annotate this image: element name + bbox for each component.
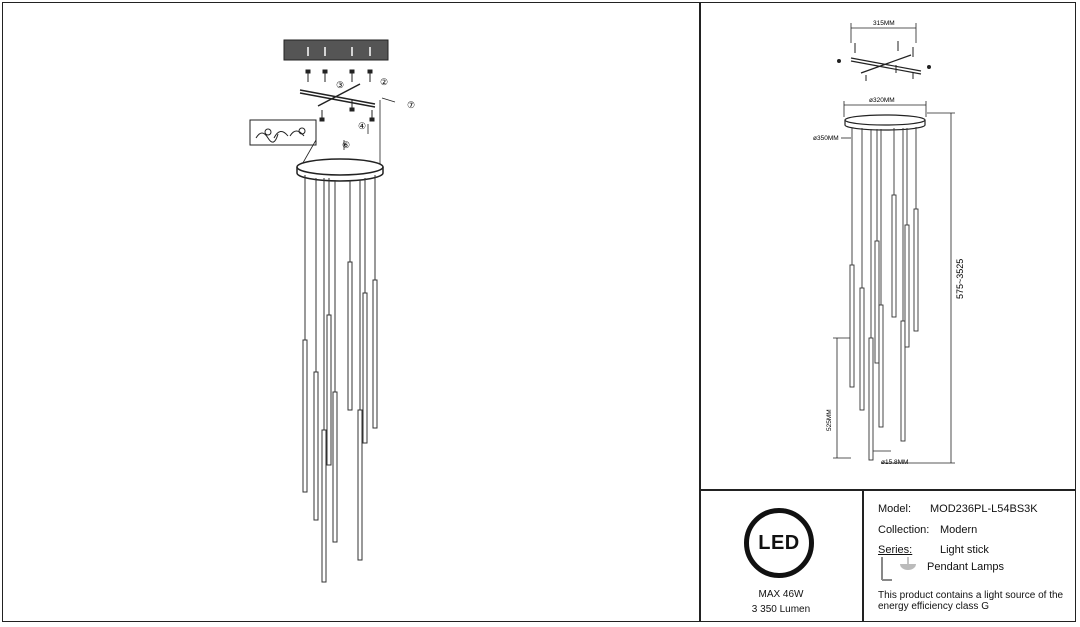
ceiling-plate <box>283 39 389 61</box>
canopy-outer-label: ø350MM <box>813 135 839 142</box>
dimension-tubes <box>849 127 919 461</box>
cross-bracket <box>299 83 376 108</box>
step-7: ⑦ <box>407 100 415 110</box>
divider-horizontal <box>699 489 1076 491</box>
collection-value: Modern <box>940 524 978 536</box>
energy-note-text: This product contains a light source of … <box>878 590 1064 612</box>
divider-vertical <box>699 2 701 622</box>
type-value: Pendant Lamps <box>927 561 1005 573</box>
tube-length-label: 525MM <box>826 409 833 431</box>
pendant-tubes <box>302 175 378 583</box>
led-logo-text: LED <box>758 531 800 554</box>
series-value: Light stick <box>940 544 989 556</box>
led-info: LED MAX 46W 3 350 Lumen <box>701 490 861 621</box>
dimension-diagram: 315MM ø320MM ø350MM 575~3525 525MM ø15.8… <box>813 20 965 466</box>
wiring-detail-box <box>249 119 317 146</box>
led-power: MAX 46W <box>758 589 804 600</box>
canopy-width-label: ø320MM <box>869 97 895 104</box>
model-label: Model: <box>878 503 912 515</box>
step-6: ⑥ <box>342 140 350 150</box>
led-lumen: 3 350 Lumen <box>751 604 811 615</box>
step-2: ② <box>380 77 388 87</box>
energy-note: This product contains a light source of … <box>878 590 1070 612</box>
step-3: ③ <box>336 80 344 90</box>
screws <box>305 69 375 122</box>
bracket-width-label: 315MM <box>873 20 895 27</box>
height-range-label: 575~3525 <box>955 259 965 299</box>
top-bracket <box>850 54 922 75</box>
step-4: ④ <box>358 121 366 131</box>
canopy <box>296 158 384 176</box>
divider-led-spec <box>862 489 864 622</box>
model-value: MOD236PL-L54BS3K <box>930 503 1038 515</box>
assembly-diagram: ③ ② ⑦ ④ ⑥ ⑤ <box>249 39 415 583</box>
tube-diameter-label: ø15.8MM <box>881 459 908 466</box>
collection-label: Collection: <box>878 524 930 536</box>
led-logo: LED <box>744 508 814 578</box>
canopy-side <box>844 114 926 126</box>
pendant-lamp-icon <box>881 557 916 581</box>
series-label: Series: <box>878 544 913 556</box>
